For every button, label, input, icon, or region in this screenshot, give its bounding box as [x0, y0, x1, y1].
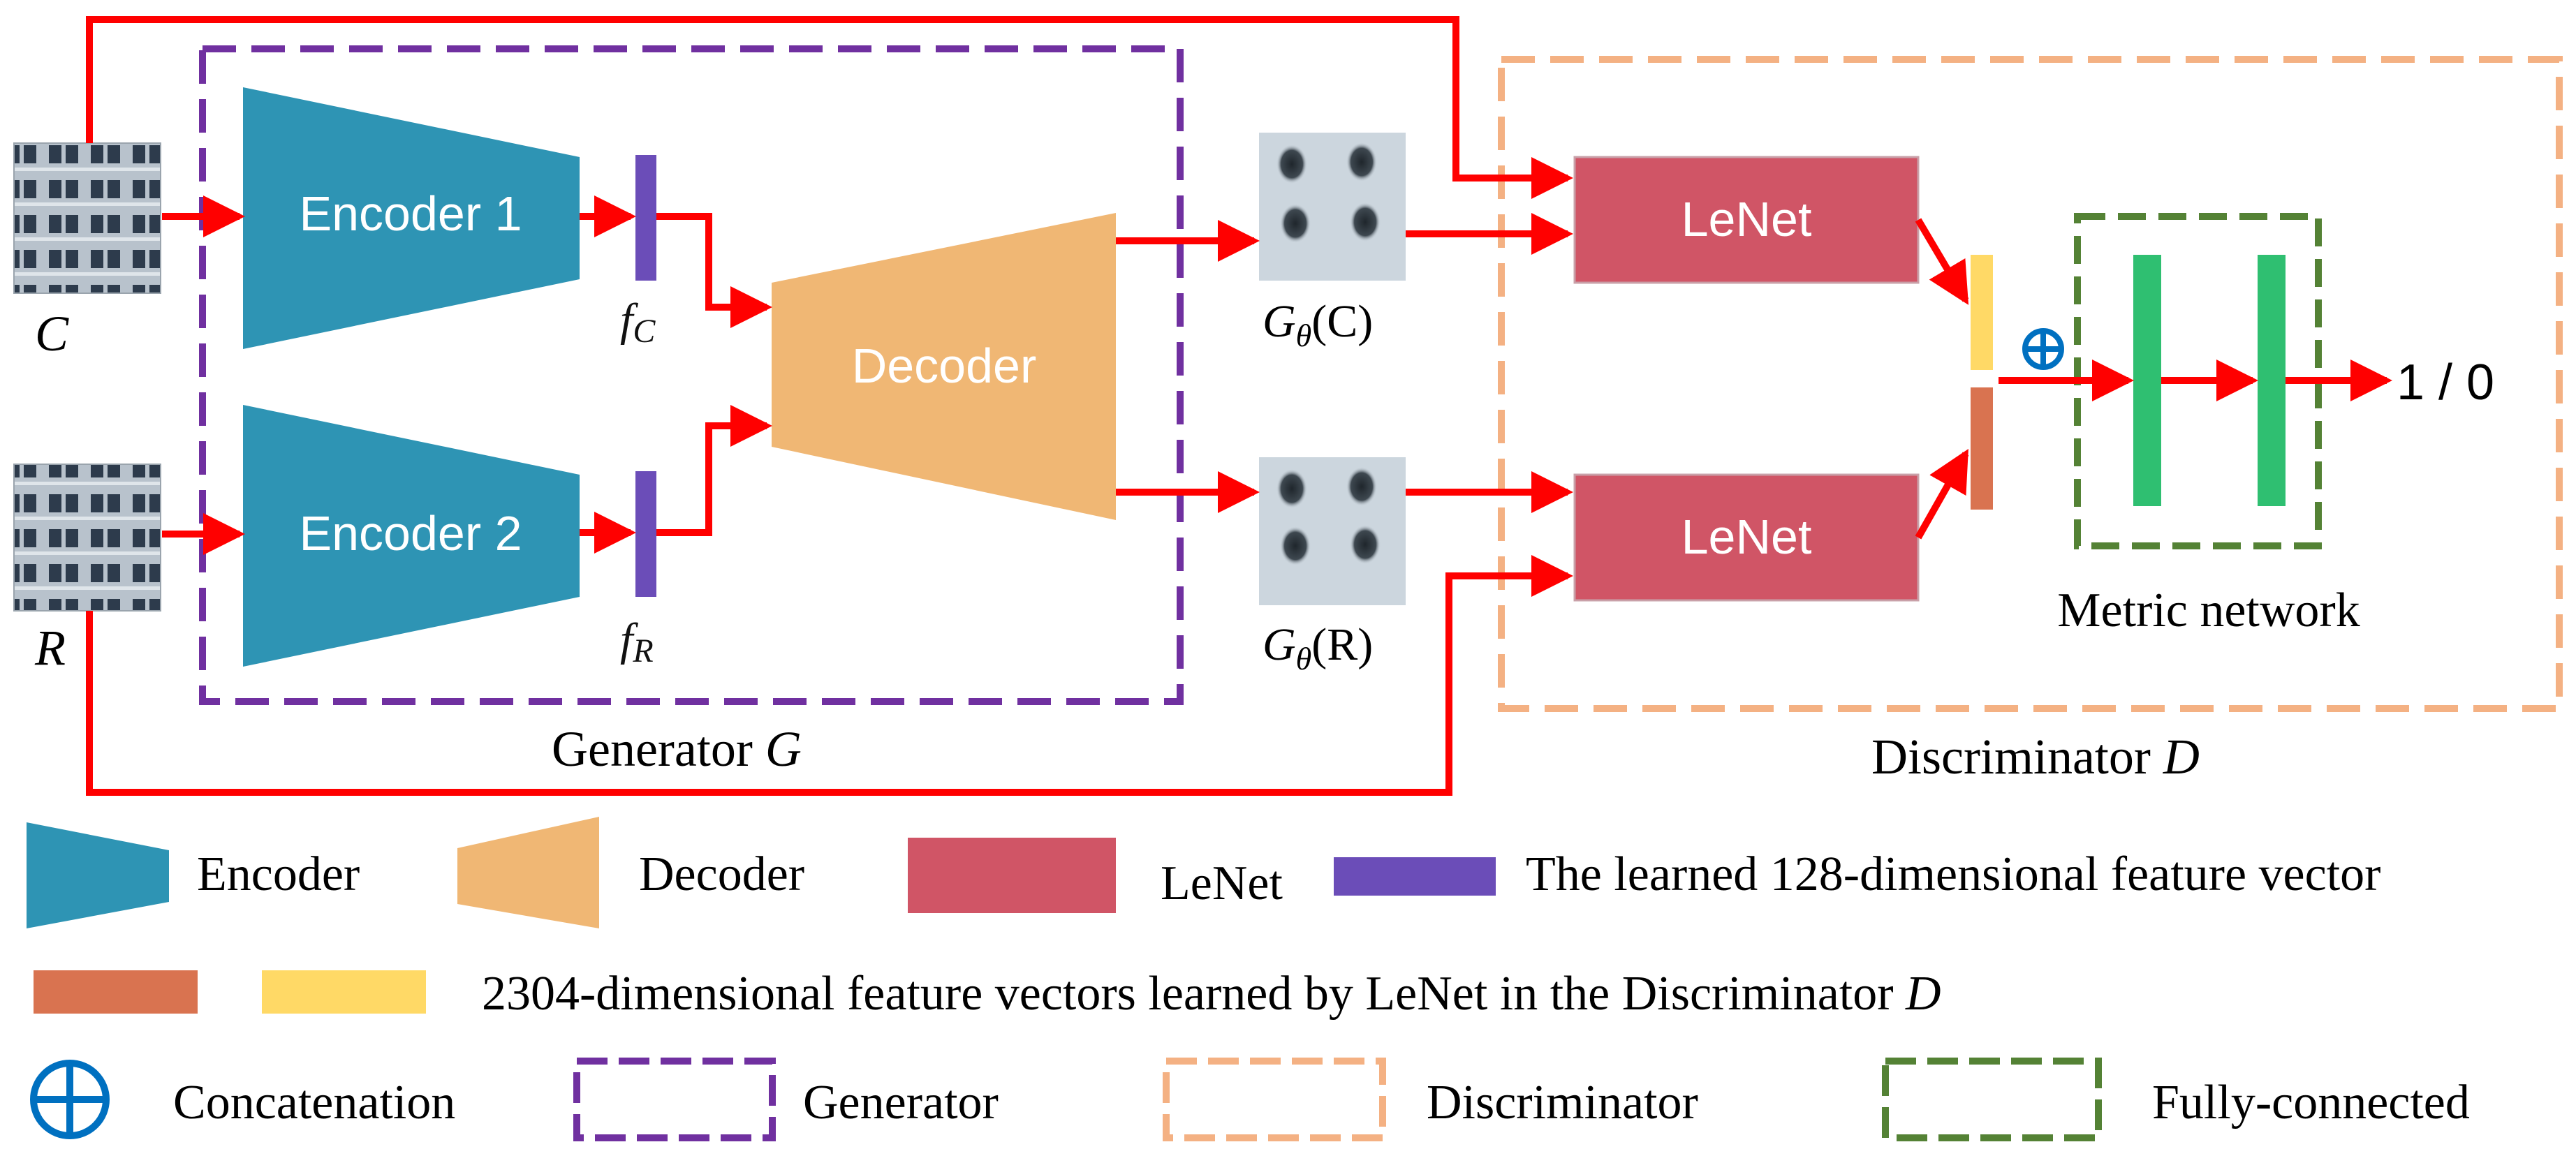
legend-decoder-label: Decoder: [639, 847, 804, 901]
legend-discriminator-label: Discriminator: [1427, 1076, 1698, 1129]
label-r: R: [34, 620, 66, 676]
output-image-gr: [1259, 457, 1406, 605]
generator-box: [199, 45, 1184, 705]
output-label: 1 / 0: [2397, 355, 2494, 410]
legend-decoder-icon: [457, 817, 599, 928]
legend-fully-connected-label: Fully-connected: [2152, 1076, 2470, 1129]
input-image-c: [13, 142, 161, 294]
label-c: C: [35, 306, 69, 362]
legend-orange-feature-icon: [34, 970, 198, 1014]
decoder-shape: [772, 213, 1116, 520]
feature-label-fc: fC: [620, 295, 656, 350]
legend-fully-connected-icon: [1882, 1058, 2102, 1141]
legend-lenet-features-label: 2304-dimensional feature vectors learned…: [482, 967, 1941, 1021]
feature-label-fr: fR: [620, 614, 654, 669]
encoder-2-label: Encoder 2: [299, 506, 522, 561]
decoder-label: Decoder: [852, 339, 1037, 393]
arrow-r-to-lenet: [86, 555, 1574, 796]
arrow-fr-to-decoder: [656, 405, 773, 536]
legend-generator-label: Generator: [803, 1076, 999, 1129]
legend-discriminator-icon: [1163, 1058, 1386, 1141]
legend-generator-icon: [573, 1058, 776, 1141]
legend-concat-label: Concatenation: [173, 1076, 455, 1129]
arrows: [86, 16, 2393, 796]
legend-feature-label: The learned 128-dimensional feature vect…: [1526, 847, 2380, 901]
output-image-gc: [1259, 133, 1406, 281]
encoder-1-shape: [243, 87, 580, 349]
input-image-r: [13, 464, 161, 612]
feature-vector-fc: [635, 155, 656, 281]
discriminator-box: [1498, 56, 2563, 712]
legend-feature-icon: [1334, 857, 1496, 896]
arrow-lenet-to-yellow: [1915, 218, 1969, 305]
fc-layer-1: [2133, 255, 2161, 506]
lenet-top: [1573, 156, 1920, 284]
generator-caption: Generator G: [552, 721, 802, 777]
legend-lenet-icon: [908, 838, 1116, 913]
concatenation-icon: [2022, 328, 2064, 370]
lenet-bottom-label: LeNet: [1681, 510, 1812, 564]
legend-encoder-label: Encoder: [197, 847, 360, 901]
feature-vector-fr: [635, 471, 656, 597]
legend: Encoder Decoder LeNet The learned 128-di…: [27, 817, 2470, 1141]
lenet-feature-orange: [1971, 387, 1993, 510]
label-gr: Gθ(R): [1263, 619, 1373, 676]
legend-lenet-label: LeNet: [1161, 857, 1283, 910]
encoder-1-label: Encoder 1: [299, 186, 522, 241]
legend-yellow-feature-icon: [262, 970, 426, 1014]
fc-layer-2: [2258, 255, 2286, 506]
label-gc: Gθ(C): [1263, 296, 1373, 353]
metric-network-caption: Metric network: [2057, 584, 2360, 637]
legend-encoder-icon: [27, 822, 169, 928]
encoder-2-shape: [243, 405, 580, 667]
legend-concat-icon: [30, 1060, 110, 1139]
lenet-feature-yellow: [1971, 255, 1993, 370]
arrow-fc-to-decoder: [656, 213, 773, 328]
arrow-c-to-lenet: [86, 16, 1574, 199]
lenet-top-label: LeNet: [1681, 192, 1812, 246]
arrow-lenet-to-orange: [1915, 449, 1969, 540]
discriminator-caption: Discriminator D: [1871, 729, 2200, 785]
